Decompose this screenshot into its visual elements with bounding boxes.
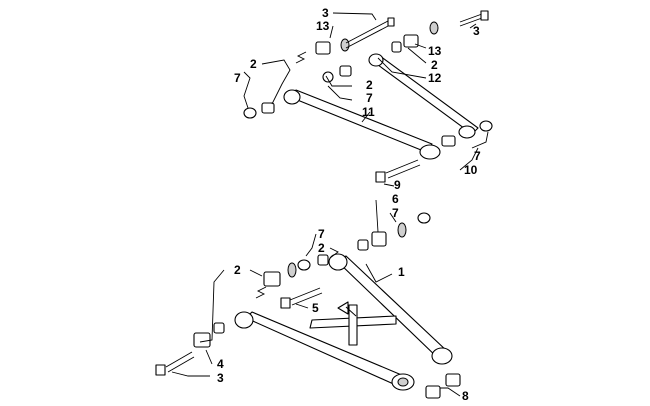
callout-lower-bushing-bottom: 8 [462,389,469,403]
callout-upper-ball-joint-nut: 10 [464,163,478,177]
callout-lower-bushing-left: 2 [234,263,241,277]
callout-lower-bolt-mid: 5 [312,301,319,315]
callout-upper-nut-mid: 7 [366,91,373,105]
callout-lower-nut-mid: 7 [318,227,325,241]
callout-upper-bushing-mid: 2 [366,78,373,92]
upper-arm-rear [373,55,479,135]
upper-ball-joint-housing [419,144,441,160]
callout-lower-arm: 1 [398,265,405,279]
upper-a-arm-assembly [243,10,493,183]
callout-upper-bolt-left: 3 [322,6,329,20]
callout-upper-nut-right: 7 [474,149,481,163]
callout-upper-bushing-left: 2 [250,57,257,71]
callout-upper-sleeve-left: 13 [316,19,330,33]
callout-upper-arm-rear: 12 [428,71,442,85]
callout-lower-bushing-mid: 2 [318,241,325,255]
callout-lower-bolt-left: 3 [217,371,224,385]
callout-upper-arm-front: 11 [362,105,375,119]
upper-arm-front [289,89,433,153]
callout-upper-ball-joint-bolt: 9 [394,178,401,192]
callout-lower-sleeve-left: 4 [217,357,224,371]
callout-labels: 3 13 3 13 2 12 2 7 2 7 11 7 10 9 6 7 7 2… [217,6,481,403]
callout-upper-bushing-right: 2 [431,58,438,72]
lower-a-arm-assembly [155,212,461,399]
callout-upper-bolt-right: 3 [473,24,480,38]
callout-lower-nut-top: 7 [392,206,399,220]
callout-upper-nut-left: 7 [234,71,241,85]
callout-lower-sleeve: 6 [392,192,399,206]
leader-lines [171,12,489,397]
callout-upper-sleeve-right: 13 [428,44,442,58]
